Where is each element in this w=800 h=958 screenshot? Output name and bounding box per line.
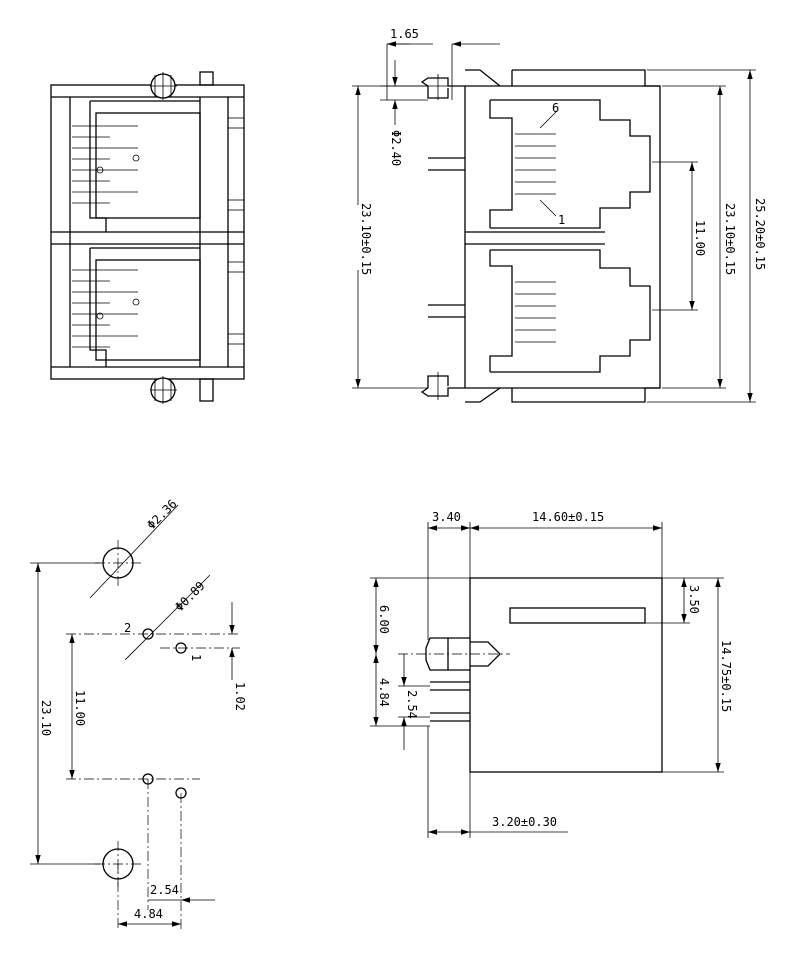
row-offset-label: 1.02 (233, 682, 247, 711)
hole-small-label: Φ0.89 (172, 579, 207, 614)
side-peg-top (420, 69, 501, 100)
fp-pin-holes (66, 628, 240, 930)
fp-hole-large-top (95, 540, 141, 586)
pcb-footprint-view: Φ2.36 Φ0.89 2 1 1.02 11.00 23.10 2.54 (30, 497, 247, 930)
side-484-label: 4.84 (377, 678, 391, 707)
pin-number-1: 1 (558, 213, 565, 227)
front-peg-bottom (150, 376, 177, 404)
side-peg-bottom (420, 372, 501, 403)
dim-port-pitch: 11.00 (652, 161, 707, 311)
dim-height-left: 23.10±0.15 (352, 85, 428, 389)
fp-484-label: 4.84 (134, 907, 163, 921)
dim-fp-port-pitch: 11.00 (69, 634, 87, 779)
fp-port-pitch-label: 11.00 (73, 690, 87, 726)
front-upper-port (72, 100, 201, 232)
side-view: 3.40 14.60±0.15 3.50 14.75±0.15 6.00 4.8 (370, 510, 733, 838)
height-right-label: 23.10±0.15 (723, 203, 737, 275)
dim-height-right: 23.10±0.15 (662, 85, 737, 389)
dim-side-top: 3.40 14.60±0.15 (427, 510, 663, 640)
dim-side-slot: 3.50 (645, 577, 701, 624)
dim-top-1-65: 1.65 (386, 27, 500, 100)
side-slot-label: 3.50 (687, 585, 701, 614)
side-top-a-label: 3.40 (432, 510, 461, 524)
fp-pin-2-label: 2 (124, 621, 131, 635)
side-600-label: 6.00 (377, 605, 391, 634)
side-254-label: 2.54 (405, 690, 419, 719)
side-section-view: 1.65 Φ2.40 23.10±0.15 11.00 23.10±0.15 (352, 27, 767, 403)
dim-fp-254: 2.54 (148, 883, 215, 903)
port-pitch-label: 11.00 (693, 220, 707, 256)
total-height-label: 25.20±0.15 (753, 198, 767, 270)
front-view (50, 71, 245, 404)
dim-top-pitch-label: 1.65 (390, 27, 419, 41)
dim-total-height: 25.20±0.15 (647, 69, 767, 403)
dim-fp-total: 23.10 (30, 562, 100, 865)
fp-total-label: 23.10 (39, 700, 53, 736)
height-left-label: 23.10±0.15 (359, 203, 373, 275)
front-lower-port (72, 247, 201, 367)
side-top-b-label: 14.60±0.15 (532, 510, 604, 524)
side-height-label: 14.75±0.15 (719, 640, 733, 712)
peg-dia-label: Φ2.40 (389, 130, 403, 166)
side-view-peg (398, 637, 510, 671)
dim-side-484: 4.84 (370, 654, 430, 727)
dim-side-600: 6.00 (370, 577, 470, 654)
dim-peg-dia: Φ2.40 (380, 60, 428, 166)
dim-side-254: 2.54 (398, 654, 430, 750)
dim-fp-484: 4.84 (118, 907, 181, 927)
hole-large-label: Φ2.36 (144, 497, 179, 532)
side-bottom-label: 3.20±0.30 (492, 815, 557, 829)
fp-254-label: 2.54 (150, 883, 179, 897)
dim-row-offset: 1.02 (229, 602, 247, 711)
fp-pin-1-label: 1 (189, 654, 203, 661)
front-peg-top (150, 72, 177, 100)
pin-number-6: 6 (552, 101, 559, 115)
dim-side-height: 14.75±0.15 (662, 577, 733, 773)
dim-side-bottom: 3.20±0.30 (427, 726, 568, 838)
